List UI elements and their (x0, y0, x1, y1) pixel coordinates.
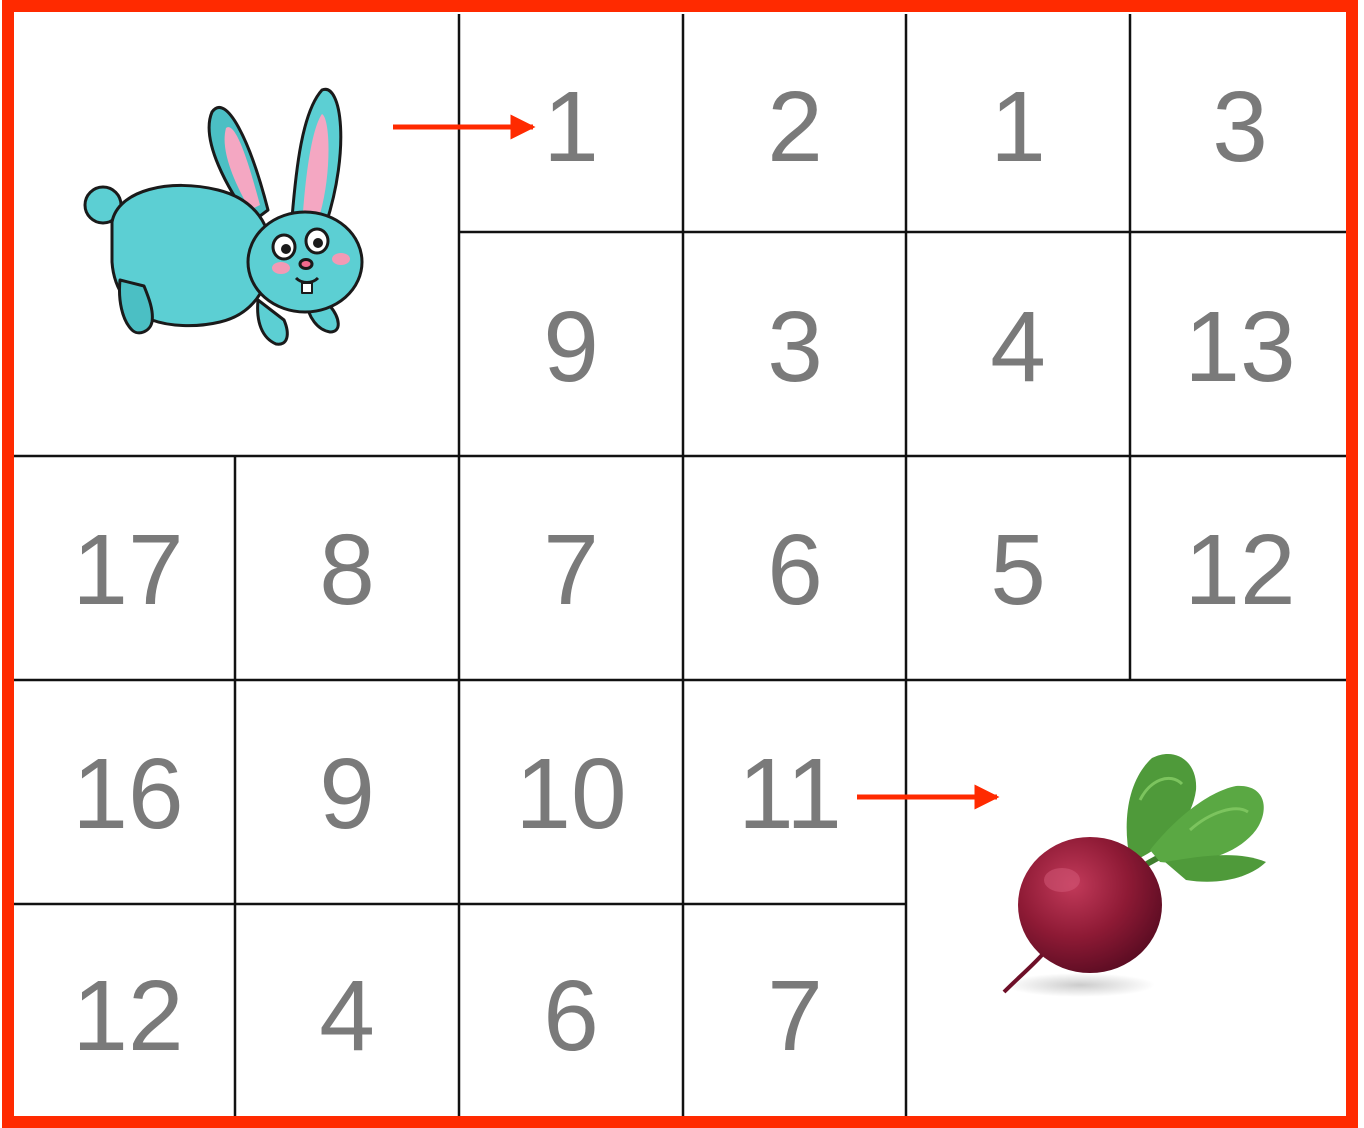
maze-cell[interactable]: 7 (767, 960, 823, 1072)
maze-cell[interactable]: 1 (990, 71, 1046, 183)
maze-cell[interactable]: 8 (319, 514, 375, 626)
row-5: 12 4 6 7 (72, 960, 822, 1072)
maze-cell[interactable]: 12 (72, 960, 183, 1072)
maze-cell[interactable]: 3 (767, 291, 823, 403)
maze-cell[interactable]: 4 (990, 291, 1046, 403)
maze-cell[interactable]: 9 (543, 291, 599, 403)
maze-cell[interactable]: 4 (319, 960, 375, 1072)
maze-cell[interactable]: 9 (319, 738, 375, 850)
maze-cell[interactable]: 12 (1184, 514, 1295, 626)
maze-cell[interactable]: 16 (72, 738, 183, 850)
maze-cell[interactable]: 2 (767, 71, 823, 183)
maze-cell[interactable]: 1 (543, 71, 599, 183)
maze-cell[interactable]: 6 (543, 960, 599, 1072)
maze-cell[interactable]: 17 (72, 514, 183, 626)
maze-cell[interactable]: 3 (1212, 71, 1268, 183)
row-2: 9 3 4 13 (543, 291, 1295, 403)
maze-cell[interactable]: 6 (767, 514, 823, 626)
maze-cell[interactable]: 13 (1184, 291, 1295, 403)
maze-cell[interactable]: 10 (515, 738, 626, 850)
beet-icon (1004, 754, 1266, 997)
row-4: 16 9 10 11 (72, 738, 842, 850)
grid-lines (8, 14, 1350, 1120)
maze-cell[interactable]: 7 (543, 514, 599, 626)
board-border (8, 6, 1352, 1122)
rabbit-icon (85, 89, 362, 344)
maze-cell[interactable]: 5 (990, 514, 1046, 626)
maze-cell[interactable]: 11 (738, 738, 842, 850)
